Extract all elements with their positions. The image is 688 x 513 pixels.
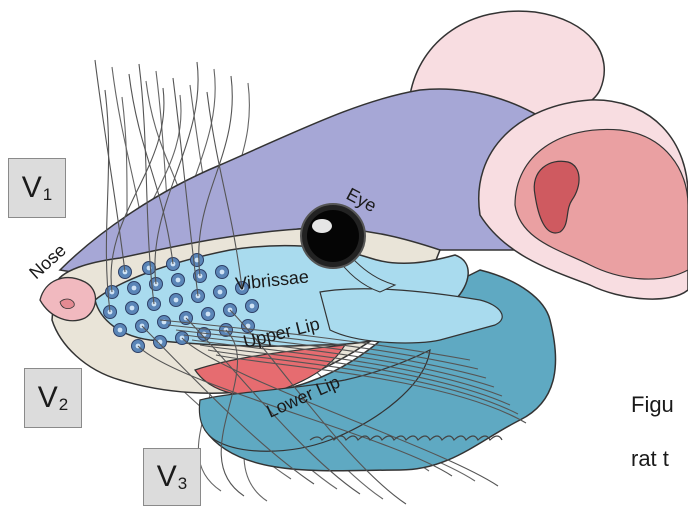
caption-line-2: rat t bbox=[631, 446, 669, 472]
follicle-core bbox=[132, 286, 137, 291]
follicle-core bbox=[250, 304, 255, 309]
v2-letter: V bbox=[38, 381, 58, 415]
follicle-core bbox=[174, 298, 179, 303]
follicle-core bbox=[130, 306, 135, 311]
follicle-core bbox=[118, 328, 123, 333]
v3-subscript: 3 bbox=[178, 474, 187, 494]
follicle-core bbox=[220, 270, 225, 275]
follicle-core bbox=[218, 290, 223, 295]
v1-letter: V bbox=[22, 171, 42, 205]
follicle-core bbox=[176, 278, 181, 283]
v3-letter: V bbox=[157, 460, 177, 494]
follicle-core bbox=[206, 312, 211, 317]
v2-subscript: 2 bbox=[59, 395, 68, 415]
v1-subscript: 1 bbox=[43, 185, 52, 205]
caption-line-1: Figu bbox=[631, 392, 674, 418]
eye bbox=[301, 204, 365, 268]
